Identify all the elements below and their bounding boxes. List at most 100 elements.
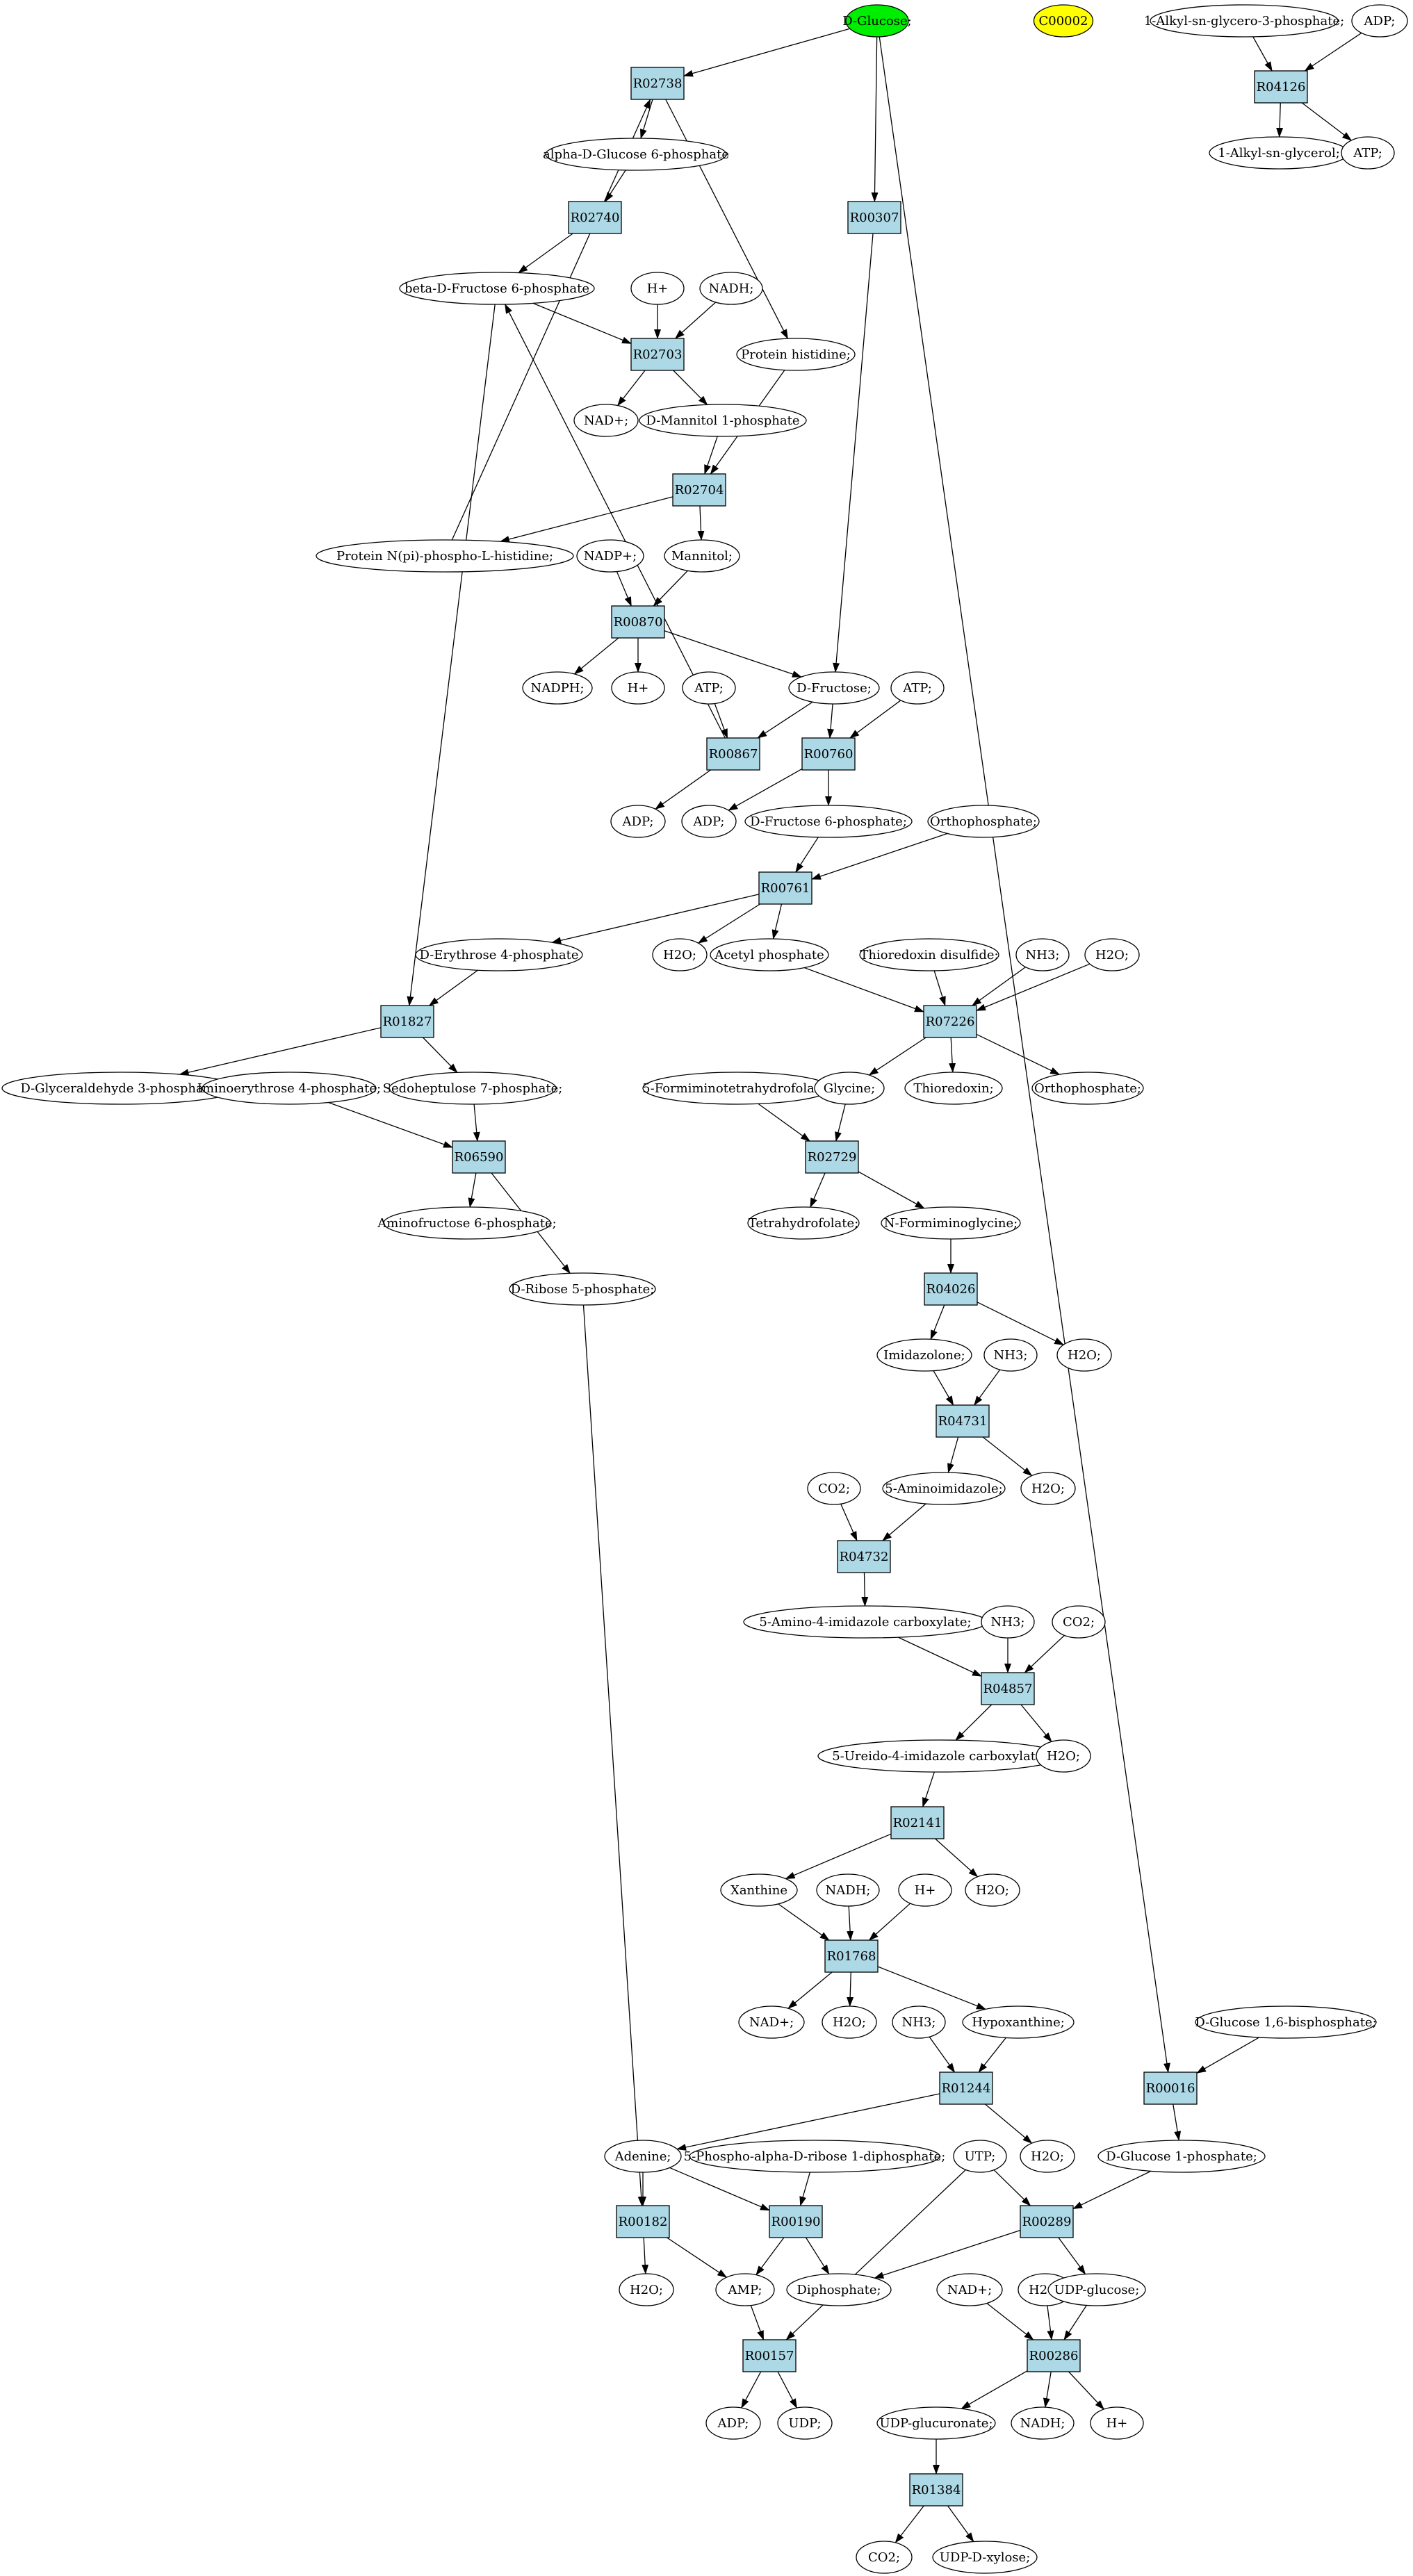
metabolite-aic[interactable]: 5-Amino-4-imidazole carboxylate;	[743, 1605, 988, 1639]
metabolite-orthop2[interactable]: Orthophosphate;	[1031, 1072, 1144, 1105]
metabolite-nadh2[interactable]: NADH;	[816, 1873, 880, 1907]
metabolite-aminofru6p[interactable]: Aminofructose 6-phosphate;	[377, 1206, 557, 1240]
metabolite-nadph[interactable]: NADPH;	[522, 671, 593, 705]
metabolite-nad3[interactable]: NAD+;	[936, 2273, 1003, 2306]
metabolite-nh3_b[interactable]: NH3;	[983, 1338, 1038, 1372]
metabolite-nadh1[interactable]: NADH;	[699, 272, 763, 305]
metabolite-co2_c[interactable]: CO2;	[856, 2541, 913, 2574]
metabolite-iminoery[interactable]: Iminoerythrose 4-phosphate;	[197, 1072, 381, 1105]
metabolite-dglucose[interactable]: D-Glucose;	[842, 4, 912, 38]
metabolite-imidazolone[interactable]: Imidazolone;	[876, 1338, 972, 1372]
reaction-r02729[interactable]: R02729	[805, 1140, 859, 1174]
metabolite-acetylp[interactable]: Acetyl phosphate	[710, 938, 829, 971]
metabolite-nh3_c[interactable]: NH3;	[981, 1605, 1035, 1639]
metabolite-dfru6p[interactable]: D-Fructose 6-phosphate;	[744, 805, 913, 838]
reaction-r01827[interactable]: R01827	[380, 1005, 434, 1038]
metabolite-thioredoxin[interactable]: Thioredoxin;	[904, 1072, 1003, 1105]
reaction-r00157[interactable]: R00157	[742, 2339, 797, 2372]
metabolite-h2o_i[interactable]: H2O;	[619, 2273, 674, 2306]
reaction-r00286[interactable]: R00286	[1027, 2339, 1081, 2372]
metabolite-h2o_h[interactable]: H2O;	[1020, 2140, 1075, 2173]
metabolite-udp[interactable]: UDP;	[777, 2406, 833, 2440]
reaction-r04126[interactable]: R04126	[1254, 70, 1308, 104]
metabolite-xanthine[interactable]: Xanthine	[720, 1873, 798, 1907]
metabolite-udpxylose[interactable]: UDP-D-xylose;	[932, 2541, 1038, 2574]
reaction-r02141[interactable]: R02141	[890, 1806, 945, 1839]
reaction-r04731[interactable]: R04731	[936, 1404, 990, 1438]
metabolite-adp3[interactable]: ADP;	[705, 2406, 761, 2440]
metabolite-glc16bp[interactable]: D-Glucose 1,6-bisphosphate;	[1195, 2005, 1377, 2039]
metabolite-diphosphate[interactable]: Diphosphate;	[786, 2273, 892, 2306]
reaction-r00182[interactable]: R00182	[616, 2205, 670, 2238]
reaction-r01768[interactable]: R01768	[824, 1939, 879, 1973]
metabolite-ribose5p[interactable]: D-Ribose 5-phosphate;	[509, 1272, 656, 1306]
metabolite-orthop1[interactable]: Orthophosphate;	[927, 805, 1040, 838]
metabolite-aminoimid[interactable]: 5-Aminoimidazole;	[882, 1472, 1006, 1505]
reaction-r00307[interactable]: R00307	[847, 201, 901, 234]
reaction-r04732[interactable]: R04732	[837, 1540, 891, 1573]
metabolite-adp1[interactable]: ADP;	[610, 805, 666, 838]
reaction-r04026[interactable]: R04026	[924, 1272, 978, 1306]
metabolite-nh3_a[interactable]: NH3;	[1015, 938, 1070, 971]
metabolite-thf[interactable]: Tetrahydrofolate;	[747, 1206, 860, 1240]
metabolite-dfructose[interactable]: D-Fructose;	[788, 671, 880, 705]
metabolite-nh3_d[interactable]: NH3;	[892, 2005, 946, 2039]
reaction-r02740[interactable]: R02740	[568, 201, 622, 234]
metabolite-nad2[interactable]: NAD+;	[738, 2005, 805, 2039]
reaction-r04857[interactable]: R04857	[981, 1672, 1035, 1705]
metabolite-aglc6p[interactable]: alpha-D-Glucose 6-phosphate	[543, 138, 729, 171]
reaction-r00016[interactable]: R00016	[1143, 2072, 1198, 2105]
metabolite-glc1p[interactable]: D-Glucose 1-phosphate;	[1097, 2140, 1266, 2173]
metabolite-adp2[interactable]: ADP;	[681, 805, 737, 838]
metabolite-mannitol1p[interactable]: D-Mannitol 1-phosphate	[639, 404, 807, 437]
metabolite-h2o_d[interactable]: H2O;	[1020, 1472, 1076, 1505]
metabolite-nad1[interactable]: NAD+;	[573, 404, 639, 437]
metabolite-hypoxanthine[interactable]: Hypoxanthine;	[962, 2005, 1075, 2039]
reaction-r01384[interactable]: R01384	[909, 2473, 963, 2507]
reaction-r02738[interactable]: R02738	[630, 67, 685, 100]
reaction-r00190[interactable]: R00190	[769, 2205, 823, 2238]
reaction-r02703[interactable]: R02703	[630, 338, 685, 371]
metabolite-atp1[interactable]: ATP;	[682, 671, 736, 705]
metabolite-atp_top[interactable]: ATP;	[1341, 136, 1395, 170]
metabolite-mannitol[interactable]: Mannitol;	[664, 539, 740, 573]
reaction-r00760[interactable]: R00760	[801, 737, 856, 771]
metabolite-ery4p[interactable]: D-Erythrose 4-phosphate	[415, 938, 583, 971]
metabolite-nadp[interactable]: NADP+;	[576, 539, 644, 573]
metabolite-h2o_g[interactable]: H2O;	[822, 2005, 877, 2039]
metabolite-c00002[interactable]: C00002	[1033, 4, 1094, 38]
metabolite-co2_b[interactable]: CO2;	[1052, 1605, 1106, 1639]
metabolite-hplus4[interactable]: H+	[1090, 2406, 1144, 2440]
metabolite-prpp[interactable]: 5-Phospho-alpha-D-ribose 1-diphosphate;	[684, 2140, 946, 2173]
metabolite-hplus1[interactable]: H+	[630, 272, 685, 305]
metabolite-protnpi[interactable]: Protein N(pi)-phospho-L-histidine;	[316, 539, 574, 573]
metabolite-udpglucose[interactable]: UDP-glucose;	[1047, 2273, 1146, 2306]
reaction-r07226[interactable]: R07226	[923, 1005, 977, 1038]
metabolite-nadh3[interactable]: NADH;	[1011, 2406, 1075, 2440]
metabolite-sed7p[interactable]: Sedoheptulose 7-phosphate;	[383, 1072, 563, 1105]
metabolite-formgly[interactable]: N-Formiminoglycine;	[881, 1206, 1021, 1240]
metabolite-gap[interactable]: D-Glyceraldehyde 3-phosphate;	[1, 1072, 239, 1105]
metabolite-glycine[interactable]: Glycine;	[814, 1072, 885, 1105]
metabolite-alkylglycero3p[interactable]: 1-Alkyl-sn-glycero-3-phosphate;	[1144, 4, 1344, 38]
metabolite-alkylglycerol[interactable]: 1-Alkyl-sn-glycerol;	[1209, 136, 1349, 170]
metabolite-uic[interactable]: 5-Ureido-4-imidazole carboxylate;	[817, 1739, 1062, 1773]
metabolite-hplus2[interactable]: H+	[611, 671, 665, 705]
metabolite-h2o_a[interactable]: H2O;	[652, 938, 708, 971]
metabolite-bfru6p[interactable]: beta-D-Fructose 6-phosphate	[399, 272, 595, 305]
reaction-r06590[interactable]: R06590	[452, 1140, 506, 1174]
metabolite-formthf[interactable]: 5-Formiminotetrahydrofolate;	[642, 1072, 831, 1105]
reaction-r00867[interactable]: R00867	[706, 737, 760, 771]
metabolite-h2o_e[interactable]: H2O;	[1036, 1739, 1091, 1773]
metabolite-atp2[interactable]: ATP;	[890, 671, 945, 705]
reaction-r01244[interactable]: R01244	[939, 2072, 993, 2105]
metabolite-co2_a[interactable]: CO2;	[807, 1472, 861, 1505]
metabolite-hplus3[interactable]: H+	[898, 1873, 952, 1907]
reaction-r02704[interactable]: R02704	[672, 473, 726, 507]
reaction-r00870[interactable]: R00870	[611, 605, 665, 639]
metabolite-amp[interactable]: AMP;	[715, 2273, 775, 2306]
reaction-r00761[interactable]: R00761	[758, 871, 812, 905]
metabolite-udpglucuronate[interactable]: UDP-glucuronate;	[876, 2406, 996, 2440]
metabolite-thiodis[interactable]: Thioredoxin disulfide;	[859, 938, 999, 971]
metabolite-prothis[interactable]: Protein histidine;	[736, 338, 856, 371]
